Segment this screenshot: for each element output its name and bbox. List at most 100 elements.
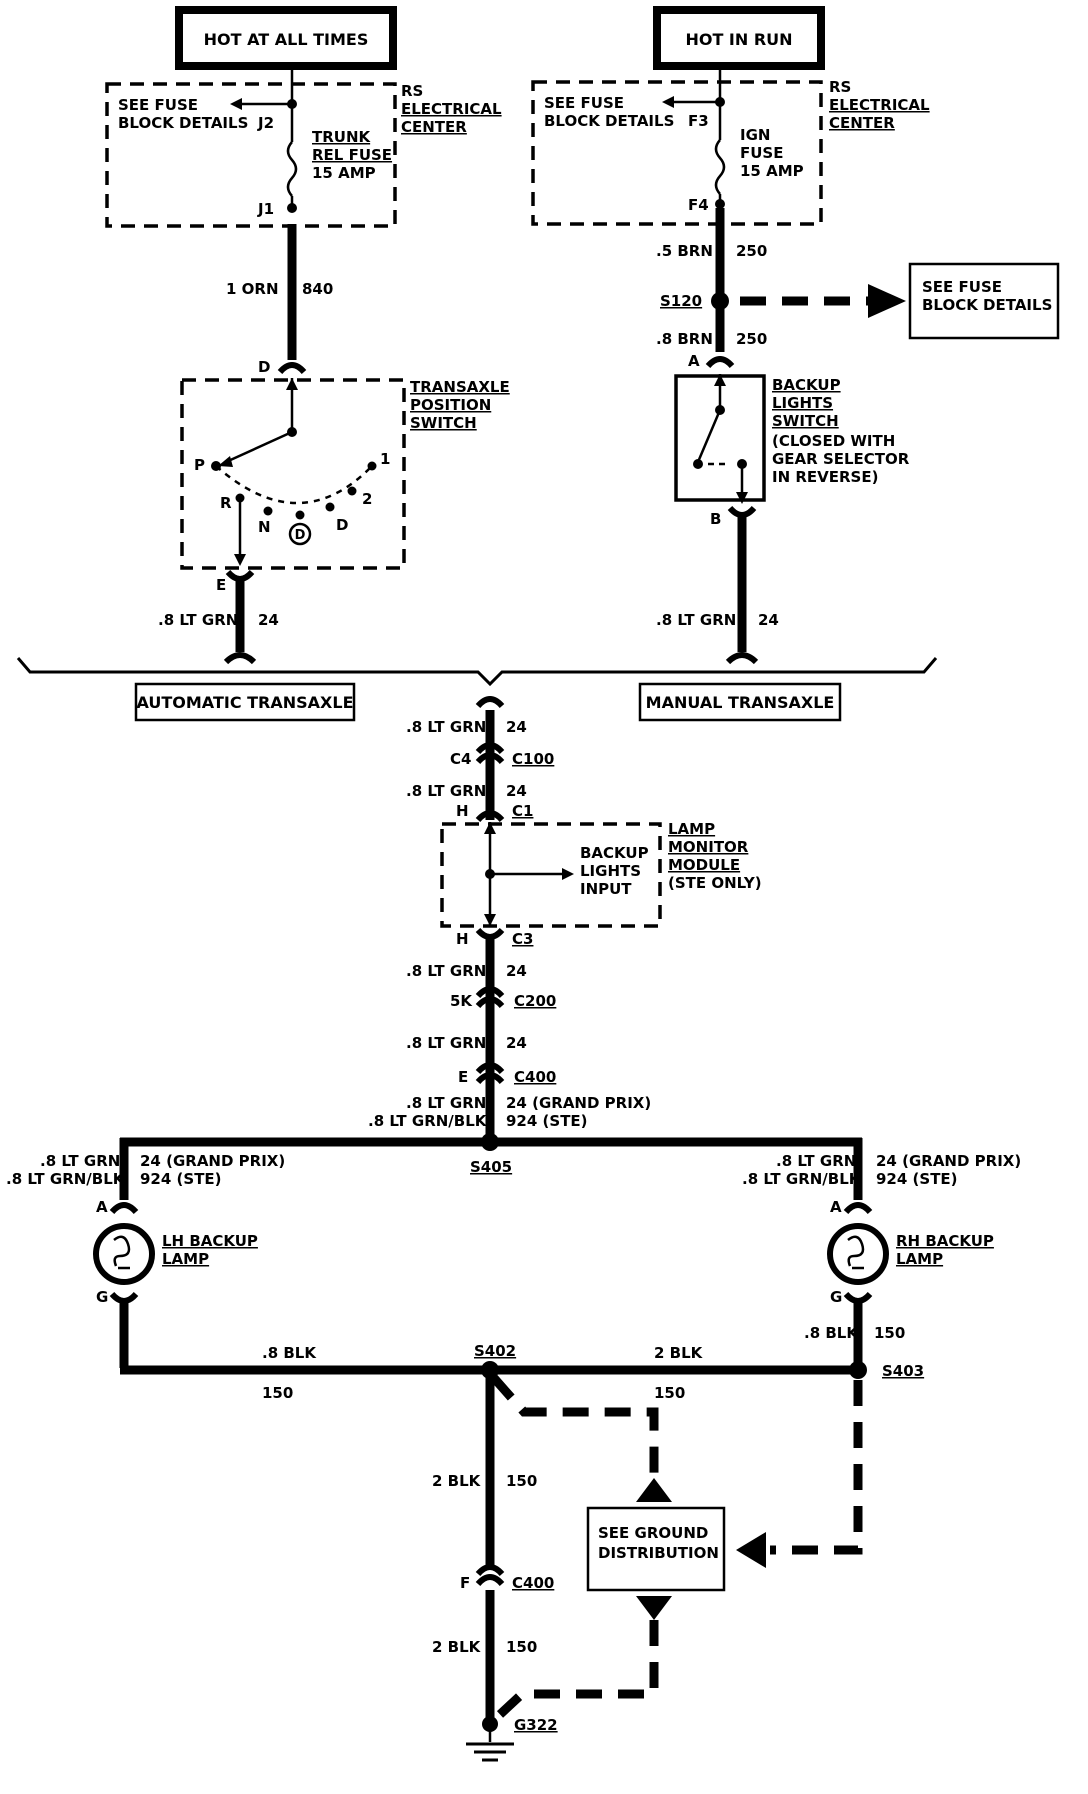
center-wire2-circuit: 24	[506, 782, 527, 800]
tps-title-line3: SWITCH	[410, 414, 477, 432]
lh-wire-gauge: .8 LT GRN	[40, 1152, 120, 1170]
rh-lamp-name-line2: LAMP	[896, 1250, 943, 1268]
lmm-input-line1: BACKUP	[580, 844, 649, 862]
bls-pin-a: A	[688, 352, 700, 370]
lh-pin-g: G	[96, 1288, 108, 1306]
right-center-line3: CENTER	[829, 114, 895, 132]
tps-title-line1: TRANSAXLE	[410, 378, 510, 396]
rh-ste-label: 924 (STE)	[876, 1170, 958, 1188]
right-see-fuse-line2: BLOCK DETAILS	[544, 112, 674, 130]
right-fuse-name-line1: IGN	[740, 126, 770, 144]
wire-right-ltgrn-circuit: 24	[758, 611, 779, 629]
center-wire4-circuit: 24	[506, 1034, 527, 1052]
wire-brn1-gauge: .5 BRN	[656, 242, 713, 260]
wire-brn2-gauge: .8 BRN	[656, 330, 713, 348]
right-fuse-block: SEE FUSE BLOCK DETAILS F3 F4 IGN FUSE 15…	[531, 66, 930, 226]
right-fuse-rating: 15 AMP	[740, 162, 804, 180]
lmm-pin-h-bottom: H	[456, 930, 469, 948]
tps-title-line2: POSITION	[410, 396, 491, 414]
left-fuse-name-line2: REL FUSE	[312, 146, 392, 164]
bls-note-line1: (CLOSED WITH	[772, 432, 895, 450]
ground-trunk-gauge1: 2 BLK	[432, 1472, 482, 1490]
tps-pos-p: P	[194, 456, 205, 474]
left-fuse-block: SEE FUSE BLOCK DETAILS J2 J1 TRUNK REL F…	[105, 66, 502, 228]
ground-trunk-circuit1: 150	[506, 1472, 537, 1490]
bls-pin-b: B	[710, 510, 721, 528]
left-fuse-pin-j2: J2	[257, 114, 274, 132]
rh-ground-gauge: .8 BLK	[804, 1324, 859, 1342]
center-wire2-gauge: .8 LT GRN	[406, 782, 486, 800]
rh-pin-g: G	[830, 1288, 842, 1306]
lmm-input-line2: LIGHTS	[580, 862, 641, 880]
manual-transaxle-label: MANUAL TRANSAXLE	[646, 693, 835, 712]
left-fuse-pin-j1: J1	[257, 200, 274, 218]
left-fuse-name-line1: TRUNK	[312, 128, 372, 146]
backup-lights-switch: BACKUP LIGHTS SWITCH (CLOSED WITH GEAR S…	[656, 374, 910, 665]
ground-left-gauge: .8 BLK	[262, 1344, 317, 1362]
bls-note-line3: IN REVERSE)	[772, 468, 878, 486]
tps-pin-e: E	[216, 576, 226, 594]
left-center-line1: RS	[401, 82, 423, 100]
lh-backup-lamp: .8 LT GRN .8 LT GRN/BLK 24 (GRAND PRIX) …	[6, 1152, 285, 1368]
bls-title-line2: LIGHTS	[772, 394, 833, 412]
ground-left-circuit: 150	[262, 1384, 293, 1402]
left-center-line3: CENTER	[401, 118, 467, 136]
right-see-fuse-line1: SEE FUSE	[544, 94, 624, 112]
wire-brn2-circuit: 250	[736, 330, 767, 348]
center-wire3-gauge: .8 LT GRN	[406, 962, 486, 980]
center-wire4-gauge: .8 LT GRN	[406, 1034, 486, 1052]
center-trunk-lower: H C3 .8 LT GRN 24 5K C200 .8 LT GRN 24 E…	[368, 927, 651, 1138]
automatic-transaxle-label: AUTOMATIC TRANSAXLE	[136, 693, 353, 712]
wire-brn1-circuit: 250	[736, 242, 767, 260]
rh-gp-label: 24 (GRAND PRIX)	[876, 1152, 1021, 1170]
splice-s403: S403	[882, 1362, 924, 1380]
lh-lamp-name-line1: LH BACKUP	[162, 1232, 258, 1250]
ground-right-circuit: 150	[654, 1384, 685, 1402]
lamp-feed-bus: S405	[119, 1133, 863, 1200]
wire-left-ltgrn-gauge: .8 LT GRN	[158, 611, 238, 629]
ground-g322: G322	[514, 1716, 558, 1734]
right-center-line1: RS	[829, 78, 851, 96]
lmm-title-line4: (STE ONLY)	[668, 874, 762, 892]
rh-backup-lamp: .8 LT GRN .8 LT GRN/BLK 24 (GRAND PRIX) …	[742, 1152, 1021, 1368]
left-see-fuse-line2: BLOCK DETAILS	[118, 114, 248, 132]
connector-c4: C4	[450, 750, 471, 768]
wire-orn-circuit: 840	[302, 280, 333, 298]
rh-wire-ste-gauge: .8 LT GRN/BLK	[742, 1170, 862, 1188]
center-ste-label: 924 (STE)	[506, 1112, 588, 1130]
lmm-title-line2: MONITOR	[668, 838, 749, 856]
rh-ground-circuit: 150	[874, 1324, 905, 1342]
rh-wire-gauge: .8 LT GRN	[776, 1152, 856, 1170]
lmm-title-line1: LAMP	[668, 820, 715, 838]
tps-pos-d-circle: D	[295, 528, 306, 543]
wire-right-ltgrn-gauge: .8 LT GRN	[656, 611, 736, 629]
center-wire5-gauge: .8 LT GRN	[406, 1094, 486, 1112]
left-center-line2: ELECTRICAL	[401, 100, 502, 118]
center-wire1-circuit: 24	[506, 718, 527, 736]
lmm-pin-h-top: H	[456, 802, 469, 820]
hot-at-all-times-label: HOT AT ALL TIMES	[204, 30, 369, 49]
see-fuse-box-line2: BLOCK DETAILS	[922, 296, 1052, 314]
lamp-monitor-module: BACKUP LIGHTS INPUT LAMP MONITOR MODULE …	[440, 820, 762, 928]
lmm-input-line3: INPUT	[580, 880, 632, 898]
rh-lamp-name-line1: RH BACKUP	[896, 1232, 994, 1250]
bls-note-line2: GEAR SELECTOR	[772, 450, 910, 468]
lmm-title-line3: MODULE	[668, 856, 740, 874]
ground-trunk: 2 BLK 150 F C400 2 BLK 150 G322	[432, 1370, 558, 1762]
left-see-fuse-line1: SEE FUSE	[118, 96, 198, 114]
lh-lamp-name-line2: LAMP	[162, 1250, 209, 1268]
connector-c100: C100	[512, 750, 554, 768]
splice-s402: S402	[474, 1342, 516, 1360]
ground-connector-c400: C400	[512, 1574, 554, 1592]
lh-pin-a: A	[96, 1198, 108, 1216]
center-gp-label: 24 (GRAND PRIX)	[506, 1094, 651, 1112]
ground-bus: .8 BLK 150 S402 2 BLK 150 S403	[120, 1342, 924, 1402]
tps-pos-n: N	[258, 518, 271, 536]
tps-pos-r: R	[220, 494, 232, 512]
connector-c400-top: C400	[514, 1068, 556, 1086]
lh-ste-label: 924 (STE)	[140, 1170, 222, 1188]
splice-s405: S405	[470, 1158, 512, 1176]
right-branch: .5 BRN 250 S120 SEE FUSE BLOCK DETAILS .…	[656, 208, 1060, 370]
center-wire1-gauge: .8 LT GRN	[406, 718, 486, 736]
center-wire3-circuit: 24	[506, 962, 527, 980]
